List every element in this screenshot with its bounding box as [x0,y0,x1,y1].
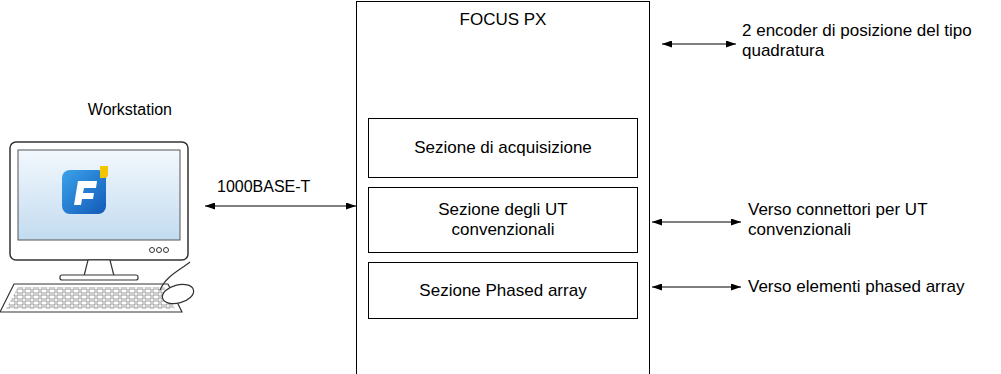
box-title: FOCUS PX [357,10,649,30]
section-label: Sezione di acquisizione [414,138,592,158]
logo-letter [74,181,97,205]
device-box: Sezione di acquisizioneSezione degli UT … [356,1,650,374]
button [157,248,162,253]
mouse [160,281,196,307]
section-box: Sezione Phased array [368,262,638,319]
keyboard [0,284,182,312]
computer-icon [0,142,196,312]
signal-label: Verso elementi phased array [748,277,996,297]
signal-label: Verso connettori per UT convenzionali [748,200,988,240]
network-link [205,206,356,207]
monitor [10,142,188,260]
section-box: Sezione di acquisizione [368,118,638,178]
workstation: Workstation [0,98,205,310]
signal-arrow [662,44,736,45]
section-box: Sezione degli UT convenzionali [368,187,638,253]
signal-arrow [652,287,741,288]
monitor-stand [84,260,114,276]
signal-arrow [652,222,741,223]
link-label: 1000BASE-T [215,177,312,197]
keyboard-keys [6,287,175,309]
section-label: Sezione degli UT convenzionali [398,200,608,240]
button [150,248,155,253]
monitor-base [60,275,138,280]
button [164,248,169,253]
section-label: Sezione Phased array [419,281,586,301]
app-logo [62,170,106,214]
box-title: Workstation [0,100,172,120]
logo-corner [100,166,108,178]
screen [18,150,180,240]
signal-label: 2 encoder di posizione del tipo quadratu… [742,21,982,61]
